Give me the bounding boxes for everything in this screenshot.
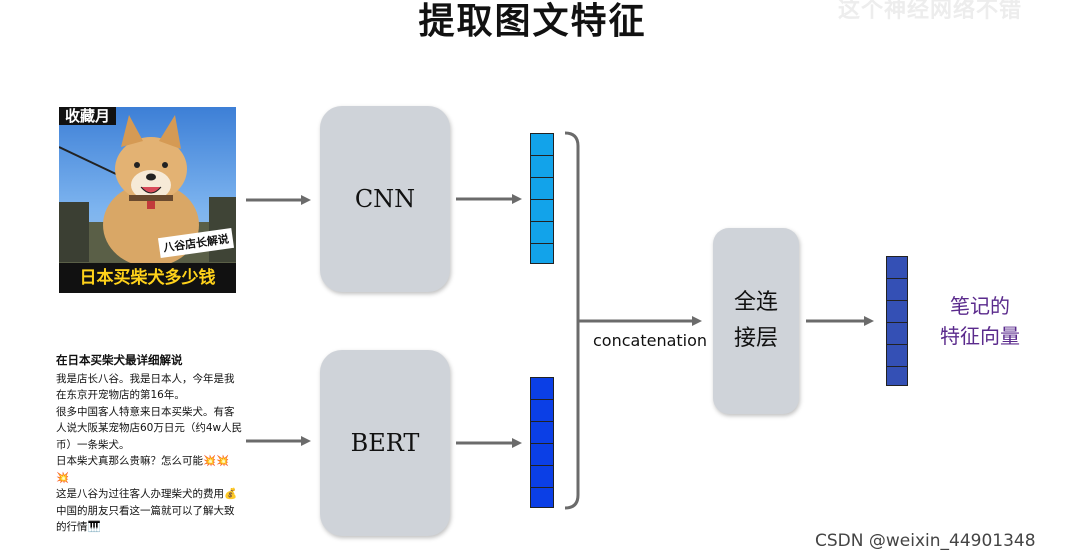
cnn-feature-vector bbox=[530, 133, 554, 264]
image-caption: 日本买柴犬多少钱 bbox=[59, 263, 236, 293]
vector-cell bbox=[531, 156, 553, 178]
concat-bracket bbox=[564, 131, 580, 510]
vector-cell bbox=[531, 244, 553, 263]
post-line: 💥 bbox=[56, 471, 70, 484]
bert-label: BERT bbox=[350, 429, 420, 457]
vector-cell bbox=[531, 488, 553, 507]
post-line: 这是八谷为过往客人办理柴犬的费用💰 bbox=[56, 488, 238, 500]
post-line: 日本柴犬真那么贵嘛？怎么可能💥💥 bbox=[56, 455, 230, 467]
vector-cell bbox=[887, 345, 907, 367]
vector-cell bbox=[531, 200, 553, 222]
vector-cell bbox=[887, 323, 907, 345]
concatenation-label: concatenation bbox=[593, 331, 708, 350]
post-line: 在东京开宠物店的第16年。 bbox=[56, 389, 185, 401]
input-text-post: 在日本买柴犬最详细解说 我是店长八谷。我是日本人，今年是我 在东京开宠物店的第1… bbox=[56, 352, 246, 536]
output-label-line2: 特征向量 bbox=[940, 324, 1020, 348]
image-top-tag: 收藏月 bbox=[59, 107, 117, 125]
cnn-label: CNN bbox=[354, 185, 416, 213]
vector-cell bbox=[887, 257, 907, 279]
vector-cell bbox=[887, 301, 907, 323]
bert-feature-vector bbox=[530, 377, 554, 508]
vector-cell bbox=[531, 378, 553, 400]
output-label-line1: 笔记的 bbox=[950, 294, 1010, 318]
vector-cell bbox=[531, 222, 553, 244]
output-feature-vector bbox=[886, 256, 908, 386]
post-line: 的行情🎹 bbox=[56, 521, 101, 533]
post-line: 中国的朋友只看这一篇就可以了解大致 bbox=[56, 504, 235, 517]
input-image: 收藏月 八谷店长解说 日本买柴犬多少钱 bbox=[59, 107, 236, 293]
vector-cell bbox=[887, 367, 907, 385]
output-label: 笔记的 特征向量 bbox=[925, 291, 1035, 351]
vector-cell bbox=[531, 422, 553, 444]
fc-label-line1: 全连 bbox=[733, 290, 778, 315]
post-title: 在日本买柴犬最详细解说 bbox=[56, 353, 183, 367]
vector-cell bbox=[531, 134, 553, 156]
vector-cell bbox=[531, 466, 553, 488]
post-line: 很多中国客人特意来日本买柴犬。有客 bbox=[56, 405, 235, 418]
post-line: 我是店长八谷。我是日本人，今年是我 bbox=[56, 372, 235, 385]
fully-connected-box: 全连 接层 bbox=[713, 228, 799, 414]
fc-label-line2: 接层 bbox=[733, 326, 778, 351]
ghost-overlay-text: 这个神经网络不错 bbox=[838, 0, 1023, 23]
post-line: 人说大阪某宠物店60万日元（约4w人民 bbox=[56, 422, 243, 434]
vector-cell bbox=[531, 400, 553, 422]
vector-cell bbox=[531, 444, 553, 466]
watermark: CSDN @weixin_44901348 bbox=[815, 531, 1036, 551]
bert-box: BERT bbox=[320, 350, 450, 536]
vector-cell bbox=[531, 178, 553, 200]
page-title: 提取图文特征 bbox=[418, 0, 647, 42]
post-line: 币）一条柴犬。 bbox=[56, 438, 130, 451]
vector-cell bbox=[887, 279, 907, 301]
cnn-box: CNN bbox=[320, 106, 450, 292]
